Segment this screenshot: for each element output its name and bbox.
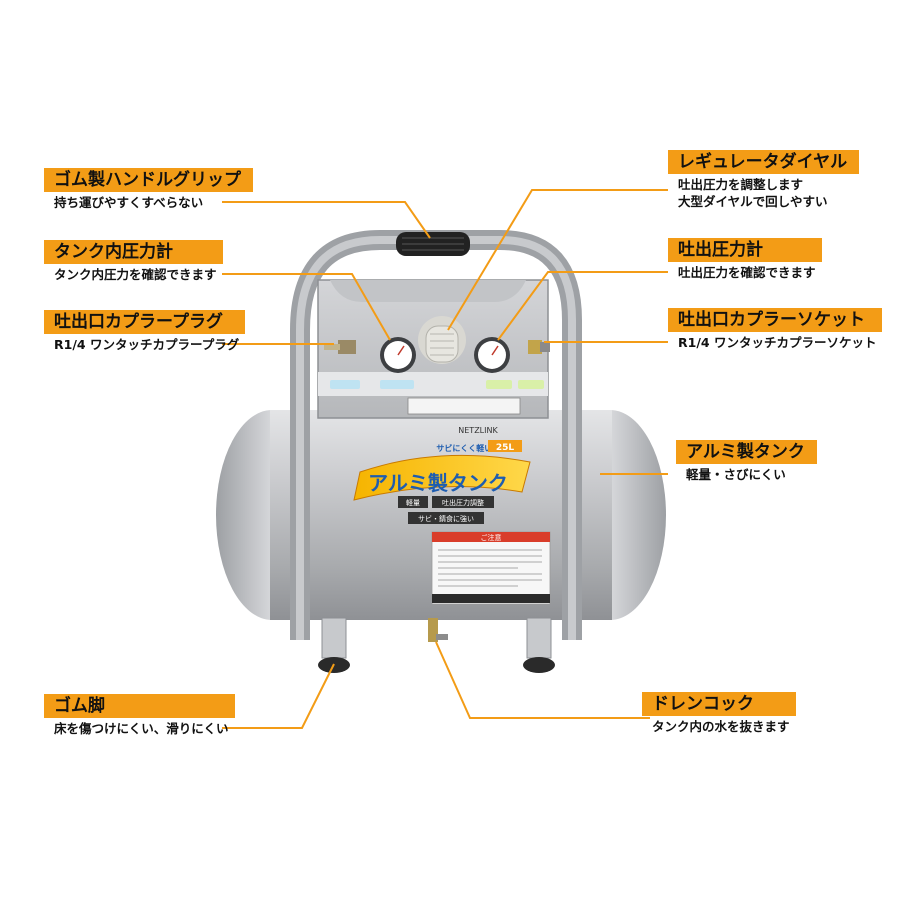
callout-outlet-socket: 吐出口カプラーソケット R1/4 ワンタッチカプラーソケット	[668, 308, 883, 351]
callout-tank-gauge: タンク内圧力計 タンク内圧力を確認できます	[44, 240, 223, 283]
logo-text: アルミ製タンク	[368, 471, 508, 495]
tank-logo: アルミ製タンク サビにくく軽い!! NETZLINK 25L 軽量 吐出圧力調整…	[353, 426, 531, 524]
callout-sub: 床を傷つけにくい、滑りにくい	[54, 721, 229, 736]
control-panel	[317, 279, 550, 419]
callout-title: アルミ製タンク	[676, 440, 817, 464]
handle-frame	[290, 230, 582, 640]
callout-aluminum-tank: アルミ製タンク 軽量・さびにくい	[676, 440, 817, 483]
callout-regulator-dial: レギュレータダイヤル 吐出圧力を調整します 大型ダイヤルで回しやすい	[668, 150, 860, 210]
badge-rust: サビ・錆食に強い	[418, 514, 474, 523]
callout-sub: R1/4 ワンタッチカプラープラグ	[54, 337, 240, 352]
callout-title: 吐出口カプラーソケット	[668, 308, 883, 332]
capacity-label: 25L	[496, 443, 515, 453]
callout-sub: 吐出圧力を確認できます	[678, 265, 816, 280]
badge-pressure: 吐出圧力調整	[442, 498, 484, 507]
callout-title: 吐出口カプラープラグ	[44, 310, 246, 334]
callout-sub-2: 大型ダイヤルで回しやすい	[678, 194, 828, 209]
feet	[318, 617, 555, 673]
callout-title: タンク内圧力計	[44, 240, 223, 264]
callout-outlet-plug: 吐出口カプラープラグ R1/4 ワンタッチカプラープラグ	[44, 310, 246, 353]
callout-sub: R1/4 ワンタッチカプラーソケット	[678, 335, 877, 350]
callout-outlet-gauge: 吐出圧力計 吐出圧力を確認できます	[668, 238, 822, 281]
warning-sticker: ご注意	[431, 531, 551, 605]
callout-title: ドレンコック	[642, 692, 796, 716]
callout-title: レギュレータダイヤル	[668, 150, 860, 174]
callout-sub: タンク内の水を抜きます	[652, 719, 790, 734]
drain-cock	[428, 618, 448, 642]
callout-title: ゴム製ハンドルグリップ	[44, 168, 253, 192]
brand-text: NETZLINK	[458, 426, 498, 435]
warning-title: ご注意	[481, 533, 502, 542]
callout-sub-1: 吐出圧力を調整します	[678, 177, 804, 192]
callout-title: 吐出圧力計	[668, 238, 822, 262]
callout-drain-cock: ドレンコック タンク内の水を抜きます	[642, 692, 796, 735]
badge-light: 軽量	[406, 498, 420, 507]
callout-sub: タンク内圧力を確認できます	[54, 267, 217, 282]
callout-rubber-feet: ゴム脚 床を傷つけにくい、滑りにくい	[44, 694, 235, 737]
callout-sub: 軽量・さびにくい	[686, 467, 786, 482]
callout-title: ゴム脚	[44, 694, 235, 718]
callout-handle-grip: ゴム製ハンドルグリップ 持ち運びやすくすべらない	[44, 168, 253, 211]
tagline: サビにくく軽い!!	[436, 443, 499, 453]
callout-sub: 持ち運びやすくすべらない	[54, 195, 204, 210]
leader-lines	[222, 189, 668, 729]
